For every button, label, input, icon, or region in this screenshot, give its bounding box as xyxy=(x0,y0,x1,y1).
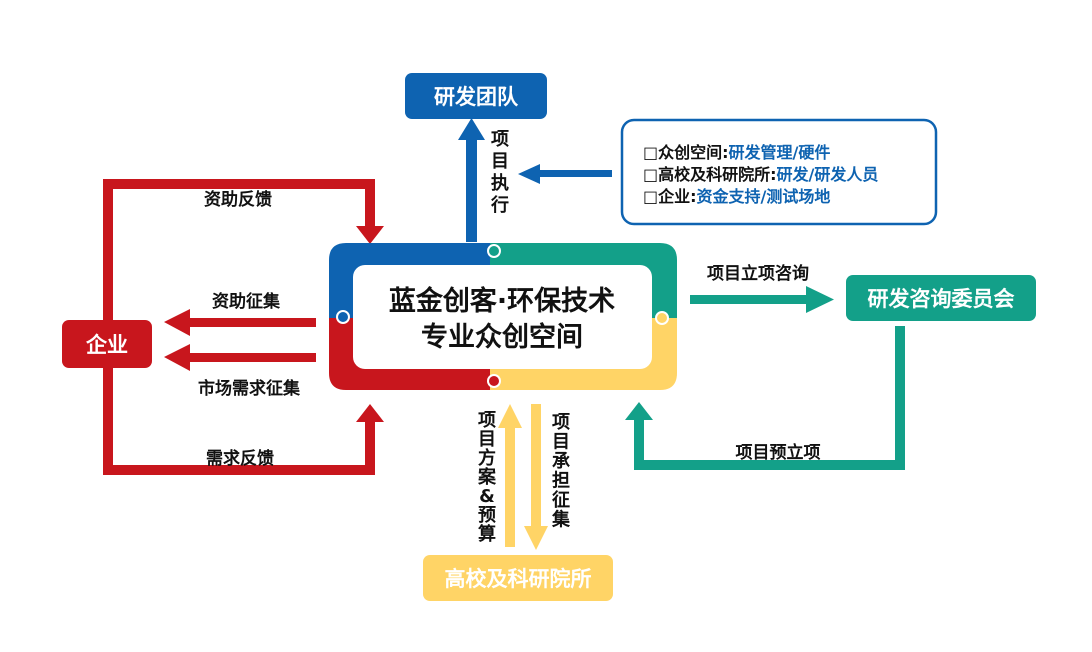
project-execution-arrowhead xyxy=(458,118,485,140)
undertake-collection-arrowhead xyxy=(524,526,548,550)
approval-consult-arrow xyxy=(690,295,810,304)
vertical-label-char: 项 xyxy=(478,410,496,431)
puzzle-knob-bottom xyxy=(487,374,501,388)
node-consult-committee: 研发咨询委员会 xyxy=(846,275,1036,321)
vertical-label-char: 目 xyxy=(491,151,509,172)
info-row-1-highlight: 研发管理/硬件 xyxy=(729,143,831,162)
market-demand-arrow xyxy=(186,353,316,362)
vertical-label-char: 行 xyxy=(490,194,509,216)
consult-committee-label: 研发咨询委员会 xyxy=(868,287,1015,311)
vertical-label-char: 案 xyxy=(477,466,497,488)
funding-feedback-arrowhead xyxy=(356,226,384,244)
pre-approval-arrowhead xyxy=(625,402,653,420)
enterprise-label: 企业 xyxy=(85,333,128,357)
vertical-label-char: & xyxy=(479,486,495,507)
pre-approval-label: 项目预立项 xyxy=(736,442,821,463)
universities-label: 高校及科研院所 xyxy=(445,567,592,591)
vertical-label-char: 目 xyxy=(478,429,496,450)
vertical-label-char: 目 xyxy=(552,432,570,453)
center-title-line1: 蓝金创客·环保技术 xyxy=(389,285,615,317)
info-row-3-highlight: 资金支持/测试场地 xyxy=(697,187,831,206)
university-flows xyxy=(498,404,548,550)
funding-collection-arrowhead xyxy=(164,309,190,336)
project-execution-arrow xyxy=(466,138,477,242)
vertical-label-char: 承 xyxy=(552,451,571,472)
vertical-label-char: 预 xyxy=(478,505,496,526)
plan-budget-label: 项目方案&预算 xyxy=(477,410,497,545)
info-row-1: □众创空间:研发管理/硬件 xyxy=(643,143,830,162)
info-row-2: □高校及科研院所:研发/研发人员 xyxy=(643,165,878,184)
plan-budget-arrowhead xyxy=(498,404,522,428)
vertical-label-char: 算 xyxy=(478,523,496,545)
undertake-collection-label: 项目承担征集 xyxy=(551,412,571,531)
checkbox-icon: □ xyxy=(643,165,658,184)
resource-info-box: □众创空间:研发管理/硬件 □高校及科研院所:研发/研发人员 □企业:资金支持/… xyxy=(620,118,938,226)
vertical-label-char: 执 xyxy=(491,172,509,194)
puzzle-knob-right xyxy=(655,311,669,325)
vertical-label-char: 项 xyxy=(491,129,509,150)
node-universities: 高校及科研院所 xyxy=(423,555,613,601)
funding-feedback-arrow xyxy=(103,179,375,322)
approval-consult-arrowhead xyxy=(806,286,834,313)
info-row-3: □企业:资金支持/测试场地 xyxy=(643,187,830,206)
center-title-line2: 专业众创空间 xyxy=(421,321,583,353)
project-execution-label: 项目执行 xyxy=(490,129,509,216)
center-title-panel xyxy=(353,265,652,369)
center-hub: 蓝金创客·环保技术 专业众创空间 xyxy=(329,243,677,390)
vertical-label-char: 集 xyxy=(551,509,571,531)
market-demand-arrowhead xyxy=(164,344,190,371)
undertake-collection-arrow xyxy=(531,404,541,528)
rd-team-label: 研发团队 xyxy=(434,85,519,109)
vertical-label-char: 担 xyxy=(552,470,570,492)
node-enterprise: 企业 xyxy=(62,320,152,368)
info-to-team-arrow xyxy=(538,170,612,177)
funding-collection-label: 资助征集 xyxy=(212,291,281,312)
committee-flows xyxy=(625,286,905,470)
vertical-label-char: 项 xyxy=(552,412,570,433)
funding-feedback-label: 资助反馈 xyxy=(204,189,272,210)
puzzle-knob-left xyxy=(336,310,350,324)
checkbox-icon: □ xyxy=(643,187,658,206)
info-row-1-prefix: 众创空间: xyxy=(658,143,728,162)
approval-consult-label: 项目立项咨询 xyxy=(707,263,809,284)
info-to-team-arrowhead xyxy=(518,164,540,184)
rd-team-flows xyxy=(458,118,612,242)
info-row-3-prefix: 企业: xyxy=(657,187,696,206)
demand-feedback-arrow xyxy=(103,366,375,475)
market-demand-label: 市场需求征集 xyxy=(198,378,301,399)
plan-budget-arrow xyxy=(505,425,515,547)
checkbox-icon: □ xyxy=(643,143,658,162)
info-row-2-prefix: 高校及科研院所: xyxy=(658,165,776,184)
info-row-2-highlight: 研发/研发人员 xyxy=(777,165,879,184)
funding-collection-arrow xyxy=(186,318,316,327)
vertical-label-char: 方 xyxy=(478,447,496,469)
node-rd-team: 研发团队 xyxy=(405,73,547,119)
demand-feedback-arrowhead xyxy=(356,404,384,422)
enterprise-flows xyxy=(103,179,384,475)
vertical-label-char: 征 xyxy=(552,489,570,511)
demand-feedback-label: 需求反馈 xyxy=(206,448,274,469)
pre-approval-arrow xyxy=(634,326,905,470)
puzzle-knob-top xyxy=(487,244,501,258)
